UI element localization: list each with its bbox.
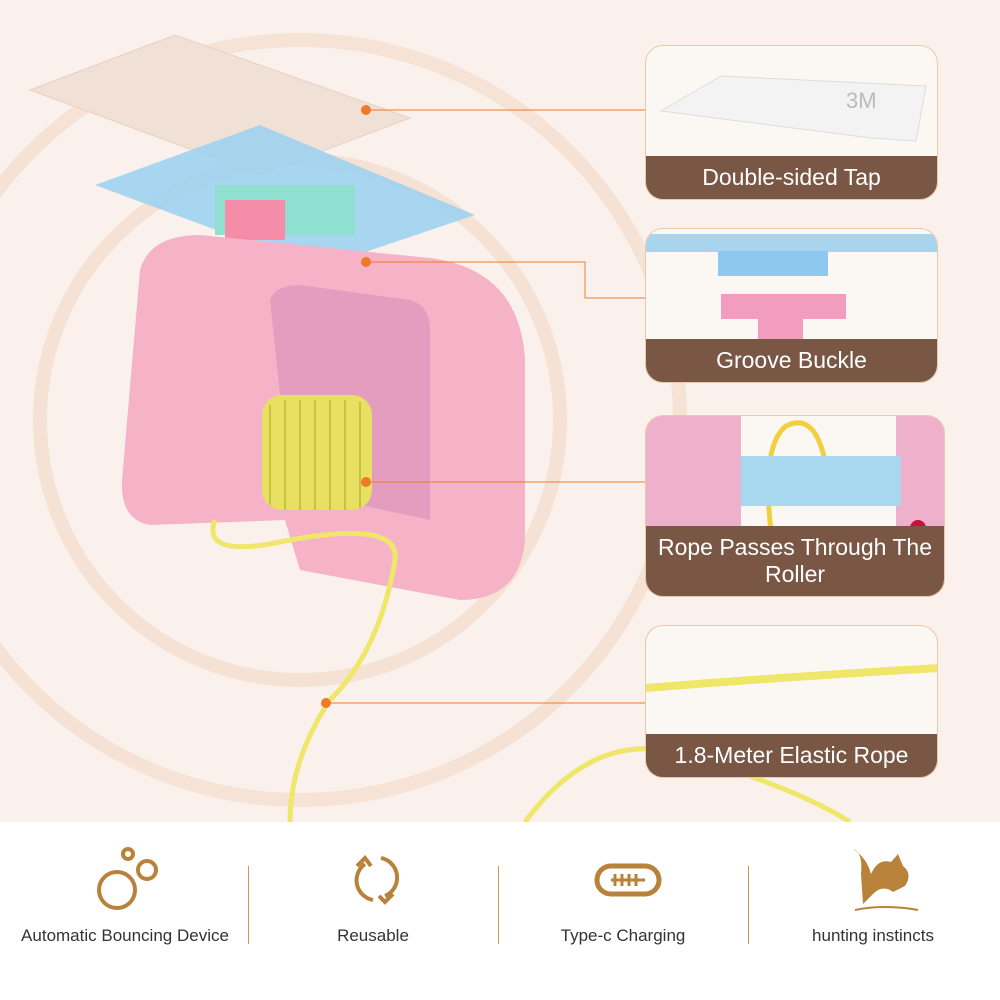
feature-hunting-instincts: hunting instincts [748,822,998,1000]
product-illustration-area: 3M Double-sided Tap Groove Buckle Rope P… [0,0,1000,822]
refresh-icon [354,854,400,905]
buckle-peg [225,200,285,240]
feature-label: Reusable [337,926,409,945]
adhesive-pad [28,34,412,176]
feature-automatic-bouncing: Automatic Bouncing Device [0,822,250,1000]
tape-pad-image: 3M [659,75,927,142]
callout-rope-roller: Rope Passes Through The Roller [645,415,945,597]
callout-label: Double-sided Tap [646,156,937,199]
buckle-image [646,234,937,342]
leader-lines [326,109,645,704]
rope-image [646,664,937,692]
leader-dots [321,105,371,708]
spring-roller [262,395,372,510]
callout-label: 1.8-Meter Elastic Rope [646,734,937,777]
callout-groove-buckle: Groove Buckle [645,228,938,383]
feature-label: hunting instincts [812,926,934,945]
bubbles-icon [97,847,158,910]
feature-label: Type-c Charging [560,926,686,945]
feature-reusable: Reusable [248,822,498,1000]
feature-type-c-charging: Type-c Charging [498,822,748,1000]
divider [498,866,499,944]
3m-logo: 3M [846,88,877,113]
feature-strip: Automatic Bouncing Device Reusable Type-… [0,822,1000,1000]
roller-detail-image [646,416,944,531]
divider [248,866,249,944]
cat-pouncing-icon [853,849,919,911]
callout-elastic-rope: 1.8-Meter Elastic Rope [645,625,938,778]
callout-double-sided-tape: 3M Double-sided Tap [645,45,938,200]
usb-c-port-icon [594,863,662,897]
feature-label: Automatic Bouncing Device [21,926,229,945]
callout-label: Groove Buckle [646,339,937,382]
callout-label: Rope Passes Through The Roller [646,526,944,596]
elastic-rope [210,519,398,822]
product-exploded-view [0,33,852,822]
divider [748,866,749,944]
